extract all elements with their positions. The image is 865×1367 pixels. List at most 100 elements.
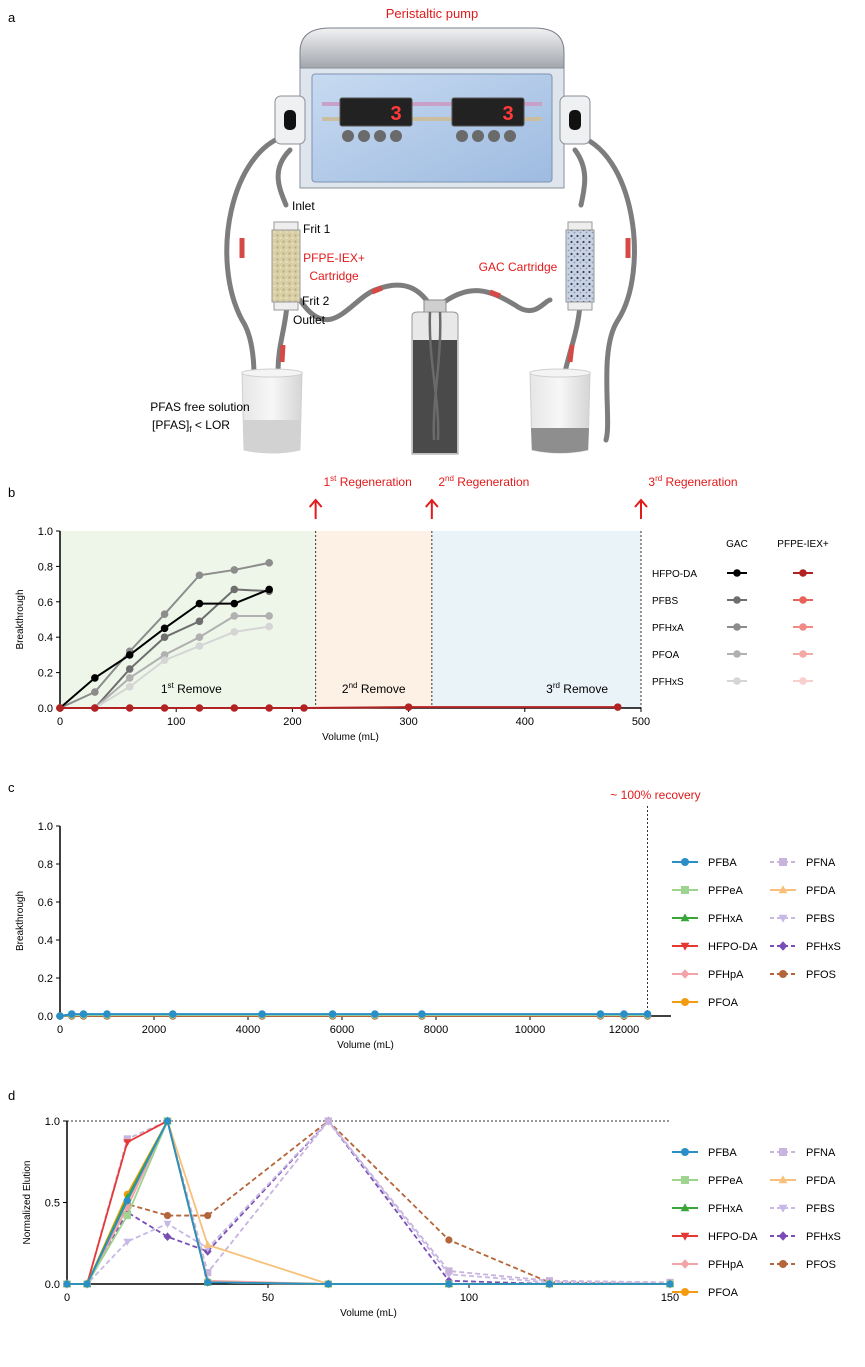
- panel-c-letter: c: [8, 780, 15, 795]
- feed-bottle: [411, 299, 459, 455]
- regeneration-num: 2: [438, 475, 445, 489]
- x-tick-label: 500: [632, 716, 650, 728]
- cartridge-label-line2: Cartridge: [309, 269, 359, 283]
- y-tick-label: 0.2: [38, 668, 53, 680]
- legend-label: PFHxS: [652, 677, 684, 688]
- data-point-gac-hfpo-da: [91, 674, 99, 682]
- gac-waste-beaker: [529, 368, 591, 454]
- data-point-gac-hfpo-da: [265, 585, 273, 594]
- legend-marker-pfhxa: [680, 913, 690, 922]
- legend-label: PFBA: [708, 1147, 737, 1159]
- data-point-pfpe-iex--hfpo-da: [230, 704, 239, 712]
- legend-label: PFOS: [806, 1259, 836, 1271]
- legend-marker-pfbs: [778, 914, 788, 923]
- data-point-pfba: [204, 1278, 212, 1286]
- shaded-region: [315, 531, 432, 708]
- legend-marker-pfhxs: [778, 941, 788, 951]
- legend-marker-hfpo-da: [680, 1232, 690, 1241]
- legend-marker-pfhxs: [778, 1231, 788, 1241]
- data-point-pfpe-iex--hfpo-da: [404, 703, 413, 711]
- legend-label: PFOA: [652, 650, 680, 661]
- data-point-pfna: [123, 1135, 131, 1143]
- remove-label: 2nd Remove: [342, 681, 406, 696]
- regeneration-sup: nd: [445, 474, 454, 483]
- legend-label: PFOS: [806, 969, 836, 981]
- outlet-label: Outlet: [293, 313, 326, 327]
- legend-marker-pfpe: [799, 569, 807, 577]
- data-point-gac-pfbs: [160, 633, 169, 641]
- data-point-pfba: [258, 1010, 266, 1018]
- y-tick-label: 0.8: [38, 561, 53, 573]
- y-tick-label: 0.2: [38, 973, 53, 985]
- pfas-free-label: PFAS free solution: [150, 400, 249, 414]
- data-point-pfba: [324, 1280, 332, 1288]
- regeneration-num: 1: [323, 475, 330, 489]
- data-point-pfpe-iex--hfpo-da: [160, 704, 169, 712]
- legend-marker-pfpe: [799, 596, 807, 604]
- data-point-gac-pfhxa: [265, 559, 273, 567]
- x-tick-label: 0: [57, 1024, 63, 1036]
- x-tick-label: 0: [64, 1292, 70, 1304]
- data-point-gac-pfoa: [160, 651, 169, 659]
- series-line-pfpea: [59, 1014, 648, 1017]
- y-axis-label: Breakthrough: [15, 891, 26, 951]
- legend-marker-pfpea: [681, 1176, 689, 1184]
- pfpe-iex-cartridge: [271, 221, 301, 311]
- data-point-pfba: [418, 1010, 426, 1018]
- peristaltic-pump: 3 3: [274, 27, 591, 189]
- gac-cartridge-label: GAC Cartridge: [479, 260, 558, 274]
- frit2-label: Frit 2: [302, 294, 330, 308]
- x-tick-label: 150: [661, 1292, 679, 1304]
- legend-marker-pfda: [778, 885, 788, 894]
- panel-a-diagram: a Peristaltic pump: [8, 6, 637, 455]
- legend-label: PFHpA: [708, 1259, 744, 1271]
- regeneration-label: 2nd Regeneration: [438, 474, 529, 489]
- remove-sup: st: [168, 681, 175, 690]
- x-tick-label: 4000: [236, 1024, 260, 1036]
- legend-label: PFHxA: [708, 913, 744, 925]
- remove-num: 2: [342, 682, 349, 696]
- data-point-pfpe-iex--hfpo-da: [56, 704, 64, 712]
- data-point-pfpe-iex--hfpo-da: [300, 704, 308, 712]
- y-tick-label: 0.0: [38, 703, 53, 715]
- regeneration-sup: rd: [655, 474, 662, 483]
- regeneration-arrow-head: [308, 498, 323, 508]
- data-point-gac-pfoa: [265, 612, 273, 620]
- remove-text: Remove: [174, 682, 222, 696]
- remove-num: 1: [161, 682, 168, 696]
- legend-label: PFDA: [806, 885, 836, 897]
- y-tick-label: 0.0: [38, 1011, 53, 1023]
- frit1-label: Frit 1: [303, 222, 331, 236]
- data-point-pfba: [169, 1010, 177, 1018]
- x-tick-label: 0: [57, 716, 63, 728]
- data-point-pfba: [371, 1010, 379, 1018]
- legend-marker-pfhpa: [680, 969, 690, 979]
- pump-display-left: 3: [390, 103, 401, 125]
- y-axis-label: Normalized Elution: [22, 1161, 33, 1245]
- lor-label-main: [PFAS]: [152, 418, 189, 432]
- regeneration-text: Regeneration: [662, 475, 737, 489]
- series-line-pfpe-iex--hfpo-da: [60, 706, 618, 709]
- pump-buttons: [342, 130, 516, 142]
- data-point-pfba: [123, 1197, 131, 1205]
- legend-d: PFBAPFPeAPFHxAHFPO-DAPFHpAPFOAPFNAPFDAPF…: [672, 1147, 841, 1299]
- data-point-pfos: [204, 1211, 212, 1220]
- data-point-gac-pfhxa: [91, 688, 99, 696]
- lor-label-tail: < LOR: [192, 418, 231, 432]
- x-tick-label: 8000: [424, 1024, 448, 1036]
- regeneration-arrow-head: [425, 498, 439, 508]
- regeneration-label: 3rd Regeneration: [648, 474, 737, 489]
- legend-marker-pfos: [779, 970, 787, 978]
- legend-label: PFBS: [652, 596, 678, 607]
- lor-label-sub: f: [189, 425, 192, 434]
- data-point-gac-pfbs: [230, 585, 239, 594]
- data-point-pfpe-iex--hfpo-da: [125, 704, 134, 712]
- data-point-gac-hfpo-da: [195, 599, 204, 608]
- legend-marker-pfhpa: [680, 1259, 690, 1269]
- data-point-pfba: [643, 1010, 652, 1018]
- x-tick-label: 100: [167, 716, 185, 728]
- data-point-gac-pfbs: [195, 617, 204, 626]
- data-point-gac-pfhxs: [160, 656, 169, 665]
